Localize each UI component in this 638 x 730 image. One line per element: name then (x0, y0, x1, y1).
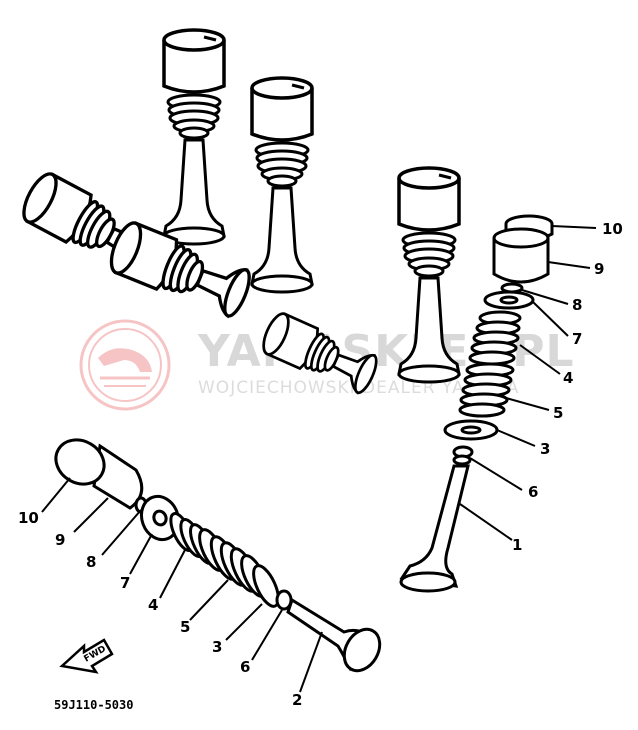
spring-part-4-5 (458, 310, 522, 418)
callout-right-10: 10 (602, 220, 623, 238)
watermark-title: YAMASKLEP.PL (197, 326, 575, 377)
exploded-valve-right (399, 214, 554, 593)
callout-right-8: 8 (572, 296, 582, 314)
tappet-part-9 (492, 238, 550, 284)
upright-valve-1 (162, 28, 226, 246)
valve-part-1 (399, 464, 470, 588)
callout-lower-2: 2 (292, 691, 302, 709)
callout-right-6: 6 (528, 483, 538, 501)
callout-right-3: 3 (540, 440, 550, 458)
forward-arrow-icon: FWD (59, 638, 114, 674)
diagram-code: 59J110-5030 (54, 698, 133, 712)
upright-valve-2 (250, 76, 314, 294)
watermark-logo-icon (79, 319, 171, 411)
callout-lower-5: 5 (180, 618, 190, 636)
callout-lower-7: 7 (120, 574, 130, 592)
callout-right-4: 4 (563, 369, 573, 387)
callout-right-1: 1 (512, 536, 522, 554)
shim-part-10 (54, 438, 106, 486)
callout-right-5: 5 (553, 404, 563, 422)
callout-lower-8: 8 (86, 553, 96, 571)
callout-right-9: 9 (594, 260, 604, 278)
callouts-lower: 10 9 8 7 4 5 3 6 2 (18, 509, 302, 709)
callout-lower-3: 3 (212, 638, 222, 656)
callout-lower-6: 6 (240, 658, 250, 676)
callout-lower-9: 9 (55, 531, 65, 549)
exploded-valve-lower (54, 438, 382, 673)
callout-right-7: 7 (572, 330, 582, 348)
leader-lines (41, 225, 597, 693)
callout-lower-10: 10 (18, 509, 39, 527)
callout-lower-4: 4 (148, 596, 158, 614)
spring-seat-part-3 (252, 564, 280, 608)
tappet-part-9 (92, 443, 144, 510)
callouts-right: 10 9 8 7 4 5 3 6 1 (512, 220, 623, 554)
